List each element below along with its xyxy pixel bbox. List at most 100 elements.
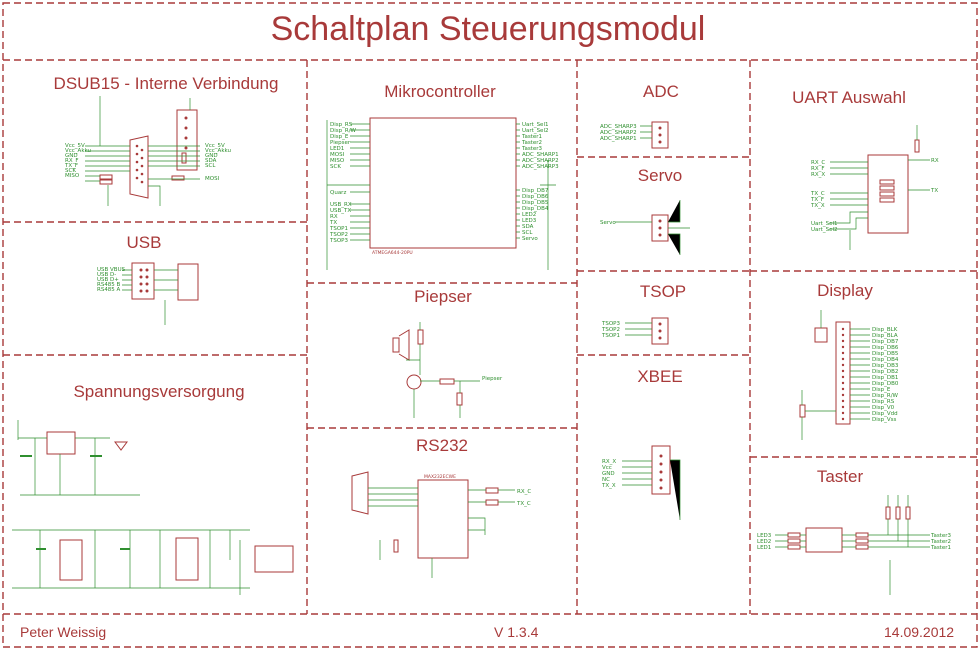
mcu-left-15: TSOP3 — [329, 238, 348, 244]
usb-net-2: USB D+ — [97, 277, 119, 283]
xbee-net-2: GND — [602, 471, 615, 477]
usb-net-3: RS485 B — [97, 282, 121, 288]
section-title-adc: ADC — [643, 82, 679, 101]
dsub-right-5: MOSI — [205, 176, 220, 182]
mcu-right-6: ADC_SHARP2 — [522, 158, 559, 164]
mcu-right-12: LED2 — [522, 212, 536, 218]
display-net-7: Disp_DB2 — [872, 369, 898, 375]
mcu-left-6: MISO — [330, 158, 345, 164]
mcu-left-7: SCK — [330, 164, 341, 170]
section-title-uart: UART Auswahl — [792, 88, 906, 107]
mcu-right-7: ADC_SHARP3 — [522, 164, 559, 170]
display-net-6: Disp_DB3 — [872, 363, 899, 369]
mcu-right-9: Disp_DB6 — [522, 194, 549, 200]
mcu-circuit: Disp_RS Disp_R/W Disp_E Piepser LED1 MOS… — [326, 117, 559, 270]
dsub-circuit: Vcc_5V Vcc_Akku GND RX_F TX_F SCK MISO V… — [64, 96, 231, 206]
display-net-13: Disp_V0 — [872, 405, 895, 411]
adc-net-0: ADC_SHARP3 — [600, 124, 637, 130]
xbee-net-4: TX_X — [601, 483, 616, 489]
uart-net-2: RX_X — [811, 172, 825, 178]
usb-circuit: USB VBUS USB D- USB D+ RS485 B RS485 A — [97, 262, 199, 325]
taster-net-5: Taster1 — [930, 545, 951, 551]
footer-version: V 1.3.4 — [494, 624, 539, 640]
mcu-left-13: TSOP1 — [329, 226, 348, 232]
footer-date: 14.09.2012 — [884, 624, 955, 640]
mcu-left-14: TSOP2 — [329, 232, 348, 238]
xbee-circuit: RX_X Vcc GND NC TX_X — [601, 445, 681, 520]
xbee-net-0: RX_X — [602, 459, 616, 465]
display-net-8: Disp_DB1 — [872, 375, 898, 381]
usb-net-0: USB VBUS — [97, 267, 126, 273]
mcu-right-16: Servo — [522, 236, 538, 242]
taster-net-2: LED1 — [757, 545, 771, 551]
adc-circuit: ADC_SHARP3 ADC_SHARP2 ADC_SHARP1 — [600, 121, 669, 149]
xbee-net-3: NC — [602, 477, 610, 483]
mcu-left-1: Disp_R/W — [330, 128, 357, 134]
display-net-5: Disp_DB4 — [872, 357, 899, 363]
dsub-right-2: GND — [205, 153, 218, 159]
section-title-servo: Servo — [637, 166, 683, 185]
uart-net-0: RX_C — [811, 160, 825, 166]
dsub-right-1: Vcc_Akku — [205, 148, 231, 154]
mcu-left-9: USB_RX — [330, 202, 352, 208]
section-title-spannung: Spannungsversorgung — [73, 382, 245, 401]
dsub-net-6: MISO — [65, 173, 80, 179]
dsub-right-3: SDA — [205, 158, 217, 164]
section-title-xbee: XBEE — [637, 367, 683, 386]
mcu-right-4: Taster3 — [521, 146, 542, 152]
adc-net-2: ADC_SHARP1 — [600, 136, 637, 142]
mcu-right-11: Disp_DB4 — [522, 206, 549, 212]
dsub-net-1: Vcc_Akku — [65, 148, 91, 154]
mcu-left-8: Quarz — [330, 190, 346, 196]
section-title-tsop: TSOP — [639, 282, 687, 301]
mcu-right-1: Uart_Sel2 — [522, 128, 548, 134]
servo-net: Servo — [600, 220, 616, 226]
display-net-1: Disp_BLA — [872, 333, 898, 339]
display-net-12: Disp_RS — [872, 399, 895, 405]
display-net-15: Disp_Vss — [872, 417, 896, 423]
dsub-net-5: SCK — [65, 168, 76, 174]
dsub-net-2: GND — [65, 153, 78, 159]
dsub-net-0: Vcc_5V — [65, 143, 85, 149]
uart-circuit: RX_C RX_F RX_X TX_C TX_F TX_X Uart_Sel1 … — [810, 125, 939, 250]
tsop-net-2: TSOP1 — [601, 333, 620, 339]
display-net-9: Disp_DB0 — [872, 381, 899, 387]
dsub-right-0: Vcc_5V — [205, 143, 225, 149]
display-net-4: Disp_DB5 — [872, 351, 899, 357]
section-title-display: Display — [817, 281, 873, 300]
display-net-14: Disp_Vdd — [872, 411, 898, 417]
rs232-circuit: MAX232ECWE RX_C TX_C — [351, 471, 531, 578]
section-title-taster: Taster — [816, 467, 864, 486]
mcu-left-5: MOSI — [330, 152, 345, 158]
footer-author: Peter Weissig — [20, 624, 107, 640]
uart-out-0: RX — [931, 158, 939, 164]
adc-net-1: ADC_SHARP2 — [600, 130, 637, 136]
dsub-right-4: SCL — [205, 163, 216, 169]
taster-net-4: Taster2 — [930, 539, 951, 545]
taster-net-0: LED3 — [757, 533, 772, 539]
uart-net-5: TX_X — [810, 203, 825, 209]
page-title: Schaltplan Steuerungsmodul — [270, 10, 706, 48]
uart-out-1: TX — [930, 188, 938, 194]
display-net-10: Disp_E — [872, 387, 891, 393]
display-net-2: Disp_DB7 — [872, 339, 899, 345]
section-title-piepser: Piepser — [414, 287, 472, 306]
tsop-net-0: TSOP3 — [601, 321, 620, 327]
uart-net-1: RX_F — [811, 166, 825, 172]
mcu-left-10: USB_TX — [330, 208, 351, 214]
display-net-11: Disp_R/W — [872, 393, 899, 399]
taster-net-1: LED2 — [757, 539, 771, 545]
mcu-right-15: SCL — [522, 230, 533, 236]
tsop-net-1: TSOP2 — [601, 327, 620, 333]
display-net-0: Disp_BLK — [872, 327, 898, 333]
uart-net-4: TX_F — [810, 197, 824, 203]
mcu-right-10: Disp_DB5 — [522, 200, 549, 206]
piepser-net: Piepser — [482, 376, 503, 382]
servo-circuit: Servo — [600, 200, 690, 255]
rs232-net-1: TX_C — [516, 501, 531, 507]
taster-circuit: LED3 LED2 LED1 Taster3 Taster2 Taster1 — [757, 495, 951, 595]
section-title-dsub: DSUB15 - Interne Verbindung — [53, 74, 279, 93]
mcu-left-0: Disp_RS — [330, 122, 353, 128]
